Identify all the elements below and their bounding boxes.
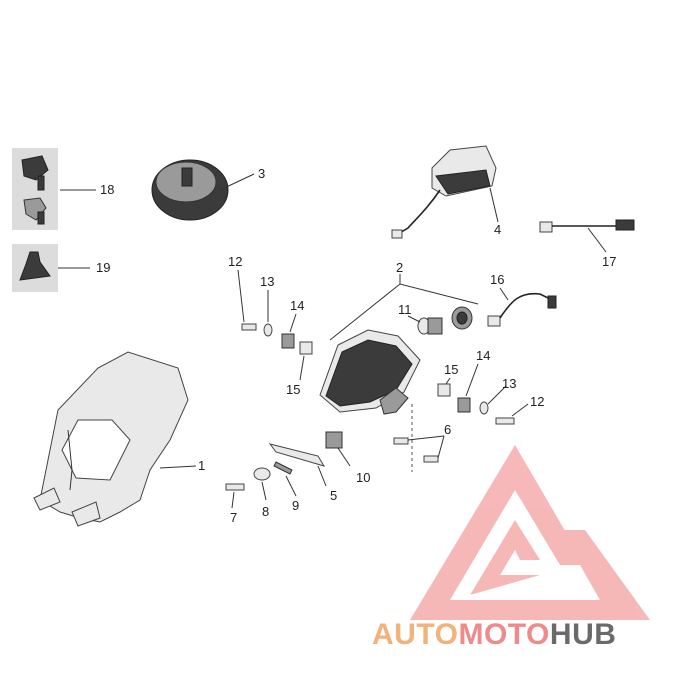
part-4-rear-light <box>391 145 499 239</box>
left-fasteners <box>237 269 313 381</box>
part-1-fairing <box>33 351 197 527</box>
callout-13-right: 13 <box>502 376 516 391</box>
callout-15-left: 15 <box>286 382 300 397</box>
callout-14-left: 14 <box>290 298 304 313</box>
callout-9: 9 <box>292 498 299 513</box>
callout-19: 19 <box>96 260 110 275</box>
part-11-bulb <box>407 315 443 335</box>
callout-17: 17 <box>602 254 616 269</box>
watermark-moto: MOTO <box>458 618 550 651</box>
part-19-rubber-boot <box>12 244 90 292</box>
callout-14-right: 14 <box>476 348 490 363</box>
callout-2: 2 <box>396 260 403 275</box>
callout-15-right: 15 <box>444 362 458 377</box>
callout-3: 3 <box>258 166 265 181</box>
callout-11: 11 <box>398 302 412 317</box>
callout-8: 8 <box>262 504 269 519</box>
watermark-logo <box>410 445 650 620</box>
part-16-parking-bulb <box>487 287 557 327</box>
watermark-auto: AUTO <box>372 618 459 651</box>
callout-1: 1 <box>198 458 205 473</box>
callout-7: 7 <box>230 510 237 525</box>
part-18-switches <box>12 148 96 230</box>
callout-12-left: 12 <box>228 254 242 269</box>
bulb-cap <box>451 306 473 330</box>
callout-18: 18 <box>100 182 114 197</box>
watermark-brand-text: AUTOMOTOHUB <box>372 618 692 658</box>
watermark-hub: HUB <box>549 618 617 651</box>
callout-6: 6 <box>444 422 451 437</box>
part-6-screws <box>393 404 445 472</box>
part-3-instrument <box>151 159 255 221</box>
callout-12-right: 12 <box>530 394 544 409</box>
bracket-assembly <box>225 431 351 509</box>
callout-10: 10 <box>356 470 370 485</box>
callout-13-left: 13 <box>260 274 274 289</box>
right-fasteners <box>437 363 529 425</box>
callout-4: 4 <box>494 222 501 237</box>
part-17-bulb-harness <box>539 219 635 253</box>
callout-5: 5 <box>330 488 337 503</box>
part-2-headlight <box>319 274 479 415</box>
callout-16: 16 <box>490 272 504 287</box>
